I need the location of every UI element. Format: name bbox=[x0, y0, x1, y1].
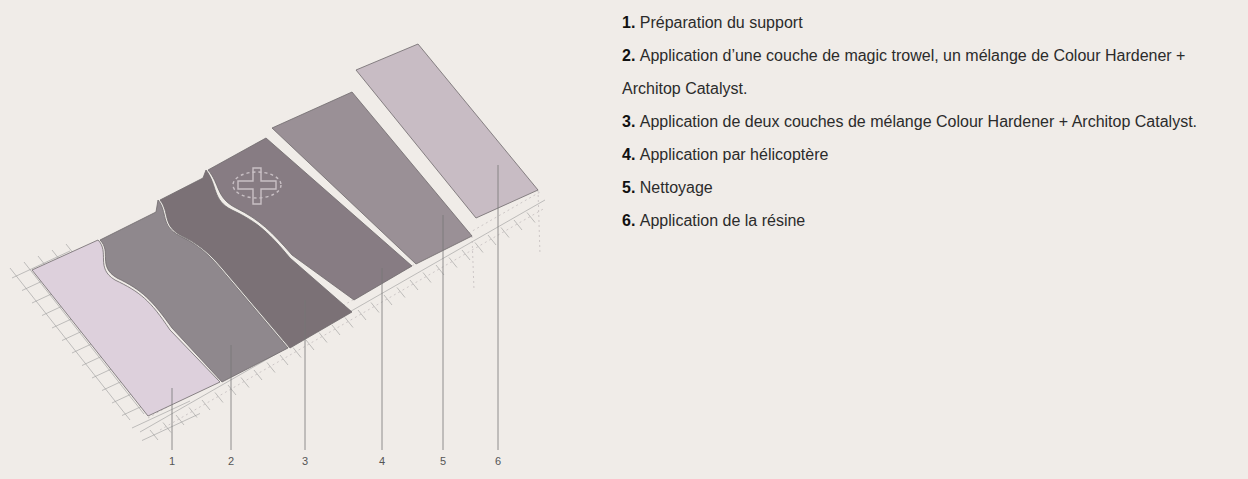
step-number: 2. bbox=[622, 47, 635, 64]
callout-number: 3 bbox=[295, 455, 315, 467]
step-text: Application par hélicoptère bbox=[640, 146, 829, 163]
step-text: Nettoyage bbox=[640, 179, 713, 196]
step-text: Application d’une couche de magic trowel… bbox=[622, 47, 1185, 97]
callout-number: 2 bbox=[221, 455, 241, 467]
grid-line bbox=[142, 414, 200, 441]
step-number: 3. bbox=[622, 113, 635, 130]
step-item: 6. Application de la résine bbox=[622, 204, 1234, 237]
step-text: Application de la résine bbox=[640, 212, 805, 229]
callout-number: 1 bbox=[162, 455, 182, 467]
callout-number: 4 bbox=[372, 455, 392, 467]
step-number: 1. bbox=[622, 14, 635, 31]
grid-line bbox=[150, 430, 158, 440]
layer-resin bbox=[356, 44, 538, 218]
step-item: 1. Préparation du support bbox=[622, 6, 1234, 39]
helicopter-symbol bbox=[233, 168, 281, 204]
step-number: 5. bbox=[622, 179, 635, 196]
step-text: Préparation du support bbox=[640, 14, 803, 31]
step-item: 3. Application de deux couches de mélang… bbox=[622, 105, 1234, 138]
step-number: 6. bbox=[622, 212, 635, 229]
step-list: 1. Préparation du support2. Application … bbox=[622, 6, 1234, 237]
step-text: Application de deux couches de mélange C… bbox=[640, 113, 1197, 130]
callout-number: 6 bbox=[488, 455, 508, 467]
step-item: 2. Application d’une couche de magic tro… bbox=[622, 39, 1234, 105]
step-item: 5. Nettoyage bbox=[622, 171, 1234, 204]
step-item: 4. Application par hélicoptère bbox=[622, 138, 1234, 171]
step-number: 4. bbox=[622, 146, 635, 163]
callout-number: 5 bbox=[433, 455, 453, 467]
layer-illustration bbox=[0, 0, 620, 479]
leader-lines bbox=[172, 165, 498, 450]
